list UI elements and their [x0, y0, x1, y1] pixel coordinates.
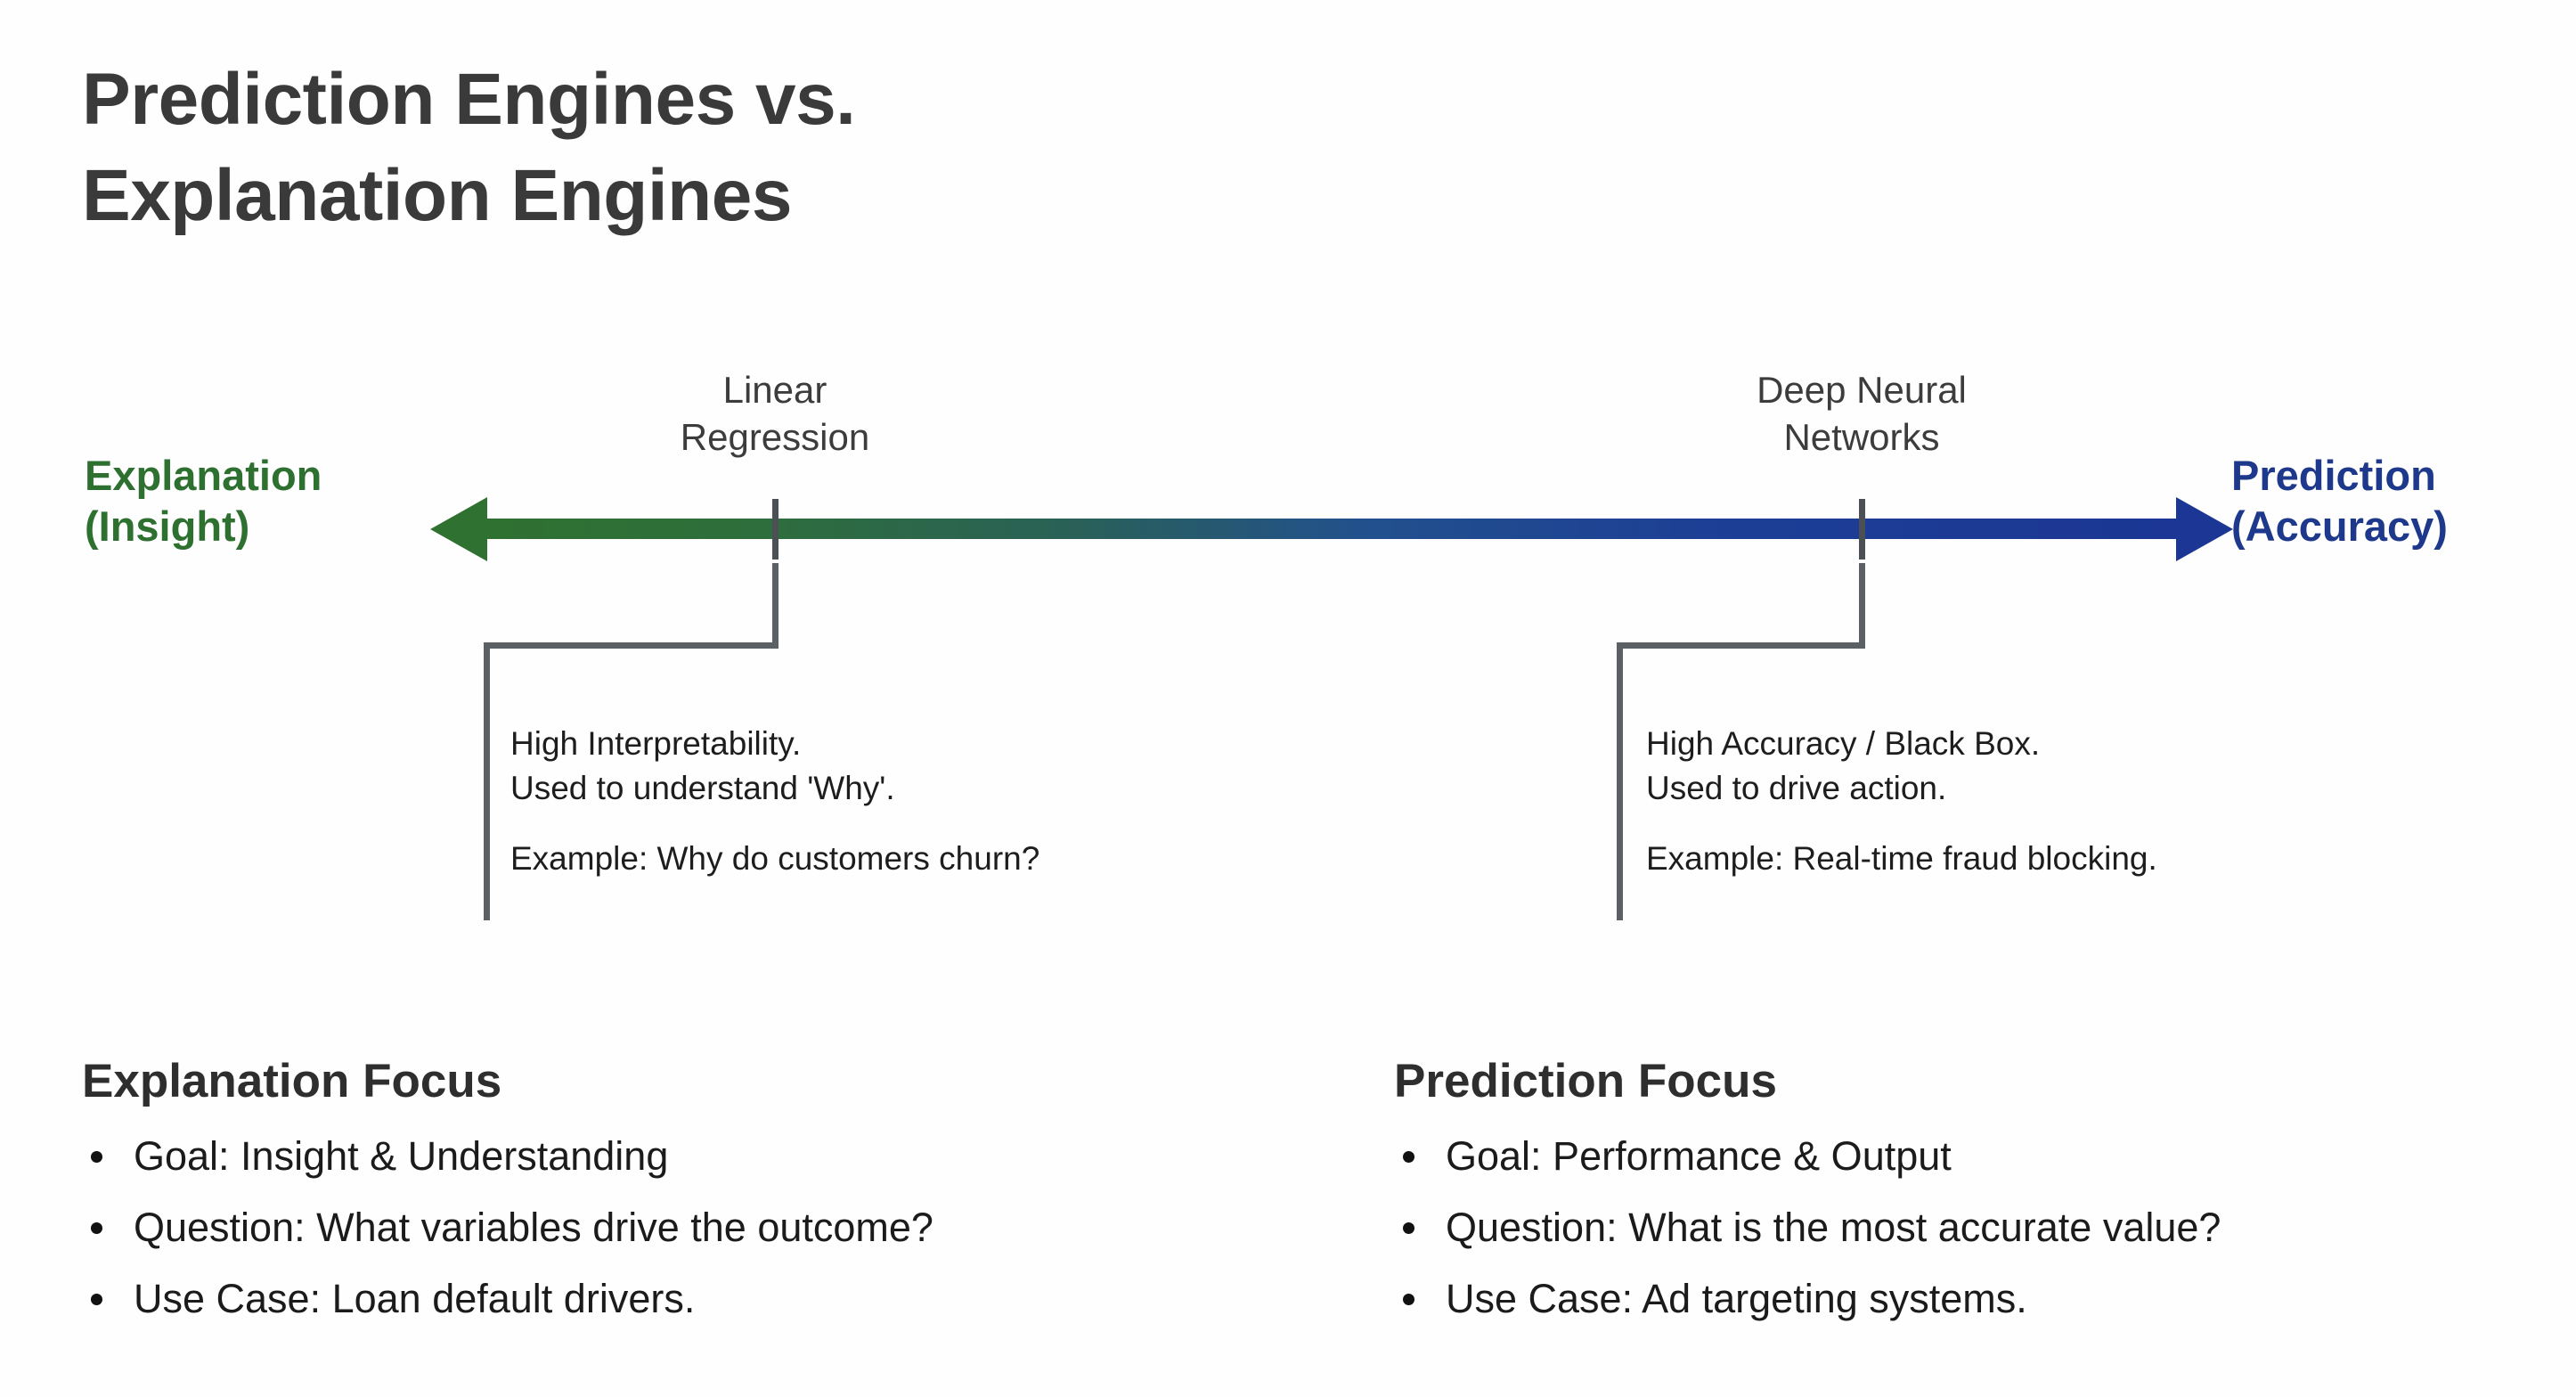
explanation-focus-column: Explanation Focus Goal: Insight & Unders… [82, 1055, 1329, 1350]
callout-spacer [1646, 812, 2157, 837]
list-item: Use Case: Ad targeting systems. [1394, 1279, 2570, 1319]
spectrum-right-end-label: Prediction (Accuracy) [2231, 450, 2448, 552]
list-item-label: Goal: Performance & Output [1446, 1133, 1952, 1180]
callout-example: Example: Why do customers churn? [510, 839, 1040, 877]
callout-spacer [510, 812, 1039, 837]
callout-linear-regression: High Interpretability. Used to understan… [510, 722, 1039, 881]
spectrum-node-label-linear-regression: Linear Regression [597, 367, 953, 462]
spectrum-tick-deep-neural-networks [1859, 499, 1865, 560]
prediction-focus-heading: Prediction Focus [1394, 1055, 1777, 1107]
bullet-icon [91, 1294, 102, 1306]
right-arrow-icon [2176, 497, 2233, 561]
node-label-line-2: Regression [680, 415, 870, 458]
callout-line-2: Used to drive action. [1646, 770, 1947, 807]
prediction-focus-list: Goal: Performance & Output Question: Wha… [1394, 1136, 2570, 1319]
node-label-line-2: Networks [1783, 415, 1940, 458]
list-item-label: Question: What variables drive the outco… [134, 1205, 933, 1251]
list-item: Goal: Insight & Understanding [82, 1136, 1329, 1176]
spectrum-right-end-label-line-1: Prediction [2231, 452, 2436, 499]
node-label-line-1: Linear [722, 369, 827, 411]
spectrum-left-end-label-line-1: Explanation [85, 452, 322, 499]
explanation-focus-list: Goal: Insight & Understanding Question: … [82, 1136, 1329, 1319]
spectrum-left-end-label-line-2: (Insight) [85, 502, 250, 551]
spectrum-left-end-label: Explanation (Insight) [85, 450, 322, 552]
bullet-icon [1403, 1294, 1414, 1306]
bullet-icon [1403, 1222, 1414, 1235]
spectrum-diagram: Explanation (Insight) Prediction (Accura… [85, 367, 2448, 920]
callout-line-2: Used to understand 'Why'. [510, 770, 895, 807]
node-label-line-1: Deep Neural [1757, 369, 1967, 411]
spectrum-node-label-deep-neural-networks: Deep Neural Networks [1683, 367, 2040, 462]
bullet-icon [91, 1222, 102, 1235]
callout-deep-neural-networks: High Accuracy / Black Box. Used to drive… [1646, 722, 2157, 881]
prediction-focus-column: Prediction Focus Goal: Performance & Out… [1394, 1055, 2570, 1350]
callout-line-1: High Accuracy / Black Box. [1646, 725, 2041, 762]
list-item-label: Use Case: Ad targeting systems. [1446, 1276, 2027, 1322]
callout-example: Example: Real-time fraud blocking. [1646, 839, 2157, 877]
bullet-icon [1403, 1151, 1414, 1164]
bullet-icon [91, 1151, 102, 1164]
list-item: Question: What variables drive the outco… [82, 1207, 1329, 1247]
list-item: Use Case: Loan default drivers. [82, 1279, 1329, 1319]
page-title-line-2: Explanation Engines [82, 155, 792, 237]
page-title: Prediction Engines vs. Explanation Engin… [82, 52, 1418, 244]
list-item-label: Goal: Insight & Understanding [134, 1133, 669, 1180]
explanation-focus-heading: Explanation Focus [82, 1055, 502, 1107]
list-item-label: Use Case: Loan default drivers. [134, 1276, 696, 1322]
spectrum-right-end-label-line-2: (Accuracy) [2231, 502, 2448, 551]
spectrum-tick-linear-regression [772, 499, 779, 560]
page-title-line-1: Prediction Engines vs. [82, 59, 856, 140]
left-arrow-icon [430, 497, 487, 561]
list-item: Question: What is the most accurate valu… [1394, 1207, 2570, 1247]
list-item: Goal: Performance & Output [1394, 1136, 2570, 1176]
spectrum-axis-bar [485, 519, 2178, 539]
callout-line-1: High Interpretability. [510, 725, 802, 762]
list-item-label: Question: What is the most accurate valu… [1446, 1205, 2221, 1251]
